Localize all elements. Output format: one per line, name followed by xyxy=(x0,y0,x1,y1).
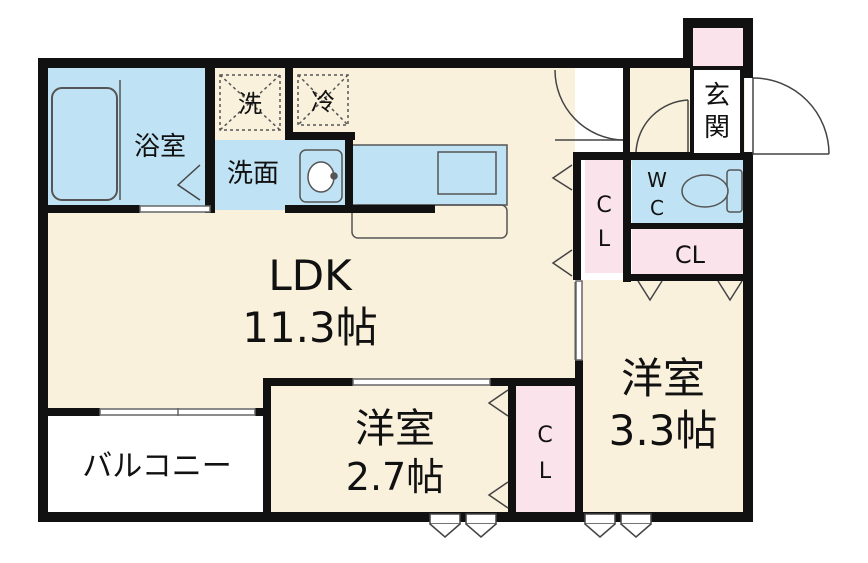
ldk-name: LDK xyxy=(268,251,353,300)
ldk-size: 11.3帖 xyxy=(242,303,378,352)
bottom-sashes xyxy=(429,513,652,538)
closet-small-label-2: L xyxy=(539,459,552,484)
walls xyxy=(38,18,753,522)
room-large-size: 3.3帖 xyxy=(609,406,718,455)
fridge-box xyxy=(297,74,349,126)
shoe-box xyxy=(690,66,744,157)
wc-label-2: C xyxy=(650,196,664,220)
room-large-floor xyxy=(580,280,750,515)
bath-label: 浴室 xyxy=(134,132,186,162)
wash-basin xyxy=(299,149,343,203)
closet-top xyxy=(632,228,747,276)
room-small-name: 洋室 xyxy=(355,406,435,452)
bathtub xyxy=(51,87,118,201)
entrance-step xyxy=(690,25,745,70)
room-small-floor xyxy=(270,385,510,515)
room-large-name: 洋室 xyxy=(621,354,705,403)
bath-door xyxy=(176,164,201,201)
entrance-label-1: 玄 xyxy=(704,81,730,111)
balcony-floor xyxy=(45,415,265,515)
closet-hall xyxy=(585,160,623,273)
room-small-size: 2.7帖 xyxy=(346,455,444,499)
entrance-door xyxy=(752,77,830,155)
fridge-label: 冷 xyxy=(311,88,335,116)
wc-label-1: W xyxy=(647,168,667,192)
entrance-label-2: 関 xyxy=(704,113,730,143)
closet-top-label: CL xyxy=(675,241,706,269)
closet-hall-label-1: C xyxy=(596,193,611,218)
windows xyxy=(99,205,583,416)
toilet xyxy=(681,169,743,213)
closet-hall-label-2: L xyxy=(598,227,611,252)
hall-door xyxy=(554,69,624,141)
laundry-label: 洗 xyxy=(238,90,262,118)
closet-doors xyxy=(487,164,743,509)
laundry-box xyxy=(219,74,281,131)
wc-door xyxy=(635,99,689,153)
kitchen-sink xyxy=(437,151,497,195)
washroom-label: 洗面 xyxy=(227,159,279,189)
closet-small xyxy=(515,385,575,513)
closet-small-label-1: C xyxy=(537,423,552,448)
balcony-label: バルコニー xyxy=(82,449,231,484)
